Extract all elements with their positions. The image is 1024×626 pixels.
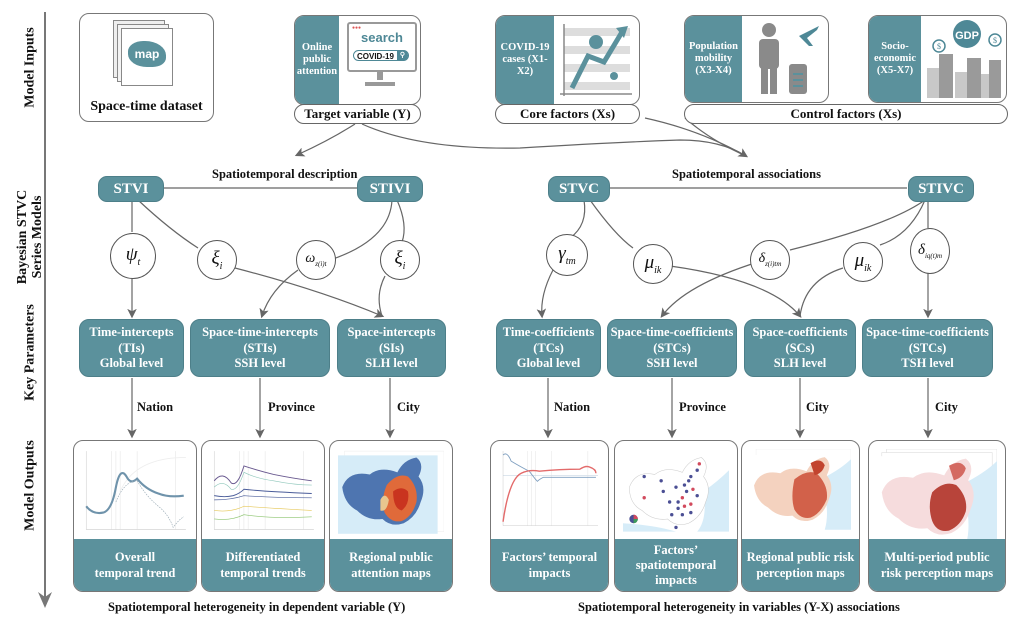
airplane-icon	[799, 26, 819, 46]
flow-axis-arrowhead	[38, 592, 52, 608]
param-mu-ik-stvc: μik	[633, 244, 673, 284]
dollar-icon-left: $	[937, 42, 941, 51]
traveler-icon	[759, 23, 819, 94]
population-mobility-card: Population mobility (X3-X4)	[684, 15, 829, 103]
search-input[interactable]: COVID-19 ⚲	[353, 50, 409, 61]
level-label-nation-right: Nation	[554, 400, 591, 414]
core-inner-label: COVID-19 cases (X1-X2)	[496, 16, 554, 104]
param-delta-iqtm: δiq(t)m	[910, 228, 950, 274]
core-factors-card: COVID-19 cases (X1-X2)	[495, 15, 640, 105]
param-gamma-tm: γtm	[546, 234, 588, 276]
space-time-dataset-card: map Space-time dataset	[79, 13, 214, 122]
model-stivc: STIVC	[908, 176, 974, 202]
target-variable-card: Online public attention ●●● search COVID…	[294, 15, 421, 105]
key-param-space-intercepts: Space-intercepts(SIs)SLH level	[337, 319, 446, 377]
param-psi-t: ψt	[110, 233, 156, 279]
key-param-time-coefficients: Time-coefficients(TCs)Global level	[496, 319, 601, 377]
level-label-province-left: Province	[268, 400, 315, 414]
trend-chart-icon	[560, 24, 632, 96]
city-gdp-icon: GDP $ $	[927, 20, 1002, 98]
row-label-model-outputs: Model Outputs	[22, 440, 38, 531]
search-title: search	[361, 30, 403, 45]
key-param-time-intercepts: Time-intercepts(TIs)Global level	[79, 319, 184, 377]
row-label-key-parameters: Key Parameters	[22, 304, 38, 401]
model-stvi: STVI	[98, 176, 164, 202]
level-label-city-far-right: City	[935, 400, 958, 414]
search-icon: ⚲	[397, 50, 408, 61]
china-map-glyph: map	[128, 41, 166, 67]
model-stvc: STVC	[548, 176, 610, 202]
target-variable-pill: Target variable (Y)	[294, 104, 421, 124]
spatiotemporal-impacts-thumbnail	[623, 451, 729, 532]
footer-dependent-variable: Spatiotemporal heterogeneity in dependen…	[108, 600, 406, 614]
key-param-space-time-coefficients-ssh: Space-time-coefficients(STCs)SSH level	[607, 319, 737, 377]
control-factors-pill: Control factors (Xs)	[684, 104, 1008, 124]
row-label-models-line1: Bayesian STVC	[15, 189, 30, 285]
level-label-province-right: Province	[679, 400, 726, 414]
param-mu-ik-stivc: μik	[843, 242, 883, 282]
spatiotemporal-description-heading: Spatiotemporal description	[212, 167, 358, 181]
differentiated-trends-thumbnail	[213, 451, 314, 530]
monitor-base	[365, 82, 395, 86]
mobility-inner-label: Population mobility (X3-X4)	[685, 16, 742, 102]
multi-period-map-thumbnail	[877, 449, 997, 545]
map-stack-icon: map	[113, 20, 175, 90]
risk-perception-map-thumbnail	[750, 449, 851, 530]
temporal-impacts-thumbnail	[502, 451, 598, 527]
socio-economic-card: Socio-economic (X5-X7) GDP $ $	[868, 15, 1007, 103]
overall-trend-thumbnail	[85, 451, 186, 530]
attention-map-thumbnail	[338, 450, 444, 534]
spatiotemporal-associations-heading: Spatiotemporal associations	[672, 167, 821, 181]
core-factors-pill: Core factors (Xs)	[495, 104, 640, 124]
key-param-space-coefficients: Space-coefficients(SCs)SLH level	[744, 319, 856, 377]
param-xi-i-stivi: ξi	[380, 240, 420, 280]
key-param-space-time-intercepts: Space-time-intercepts(STIs)SSH level	[190, 319, 330, 377]
param-delta-zitm: δz(i)tm	[750, 240, 790, 280]
monitor-icon: ●●● search COVID-19 ⚲	[347, 22, 417, 72]
param-omega-zit: ωz(i)t	[296, 240, 336, 280]
gdp-text: GDP	[955, 30, 979, 42]
target-inner-label: Online public attention	[295, 16, 339, 104]
space-time-dataset-label: Space-time dataset	[90, 99, 203, 114]
model-stivi: STIVI	[357, 176, 423, 202]
level-label-city-right: City	[806, 400, 829, 414]
param-xi-i-stvi: ξi	[197, 240, 237, 280]
province-points	[642, 462, 702, 530]
monitor-stand	[377, 70, 383, 80]
key-param-space-time-coefficients-tsh: Space-time-coefficients(STCs)TSH level	[862, 319, 993, 377]
level-label-nation-left: Nation	[137, 400, 174, 414]
level-label-city-left: City	[397, 400, 420, 414]
row-label-models-line2: Series Models	[30, 195, 45, 279]
dollar-icon-right: $	[993, 36, 997, 45]
row-label-model-inputs: Model Inputs	[22, 27, 38, 108]
window-dots-icon: ●●●	[352, 26, 362, 31]
footer-variable-associations: Spatiotemporal heterogeneity in variable…	[578, 600, 900, 614]
search-query: COVID-19	[357, 52, 394, 61]
socio-inner-label: Socio-economic (X5-X7)	[869, 16, 921, 102]
